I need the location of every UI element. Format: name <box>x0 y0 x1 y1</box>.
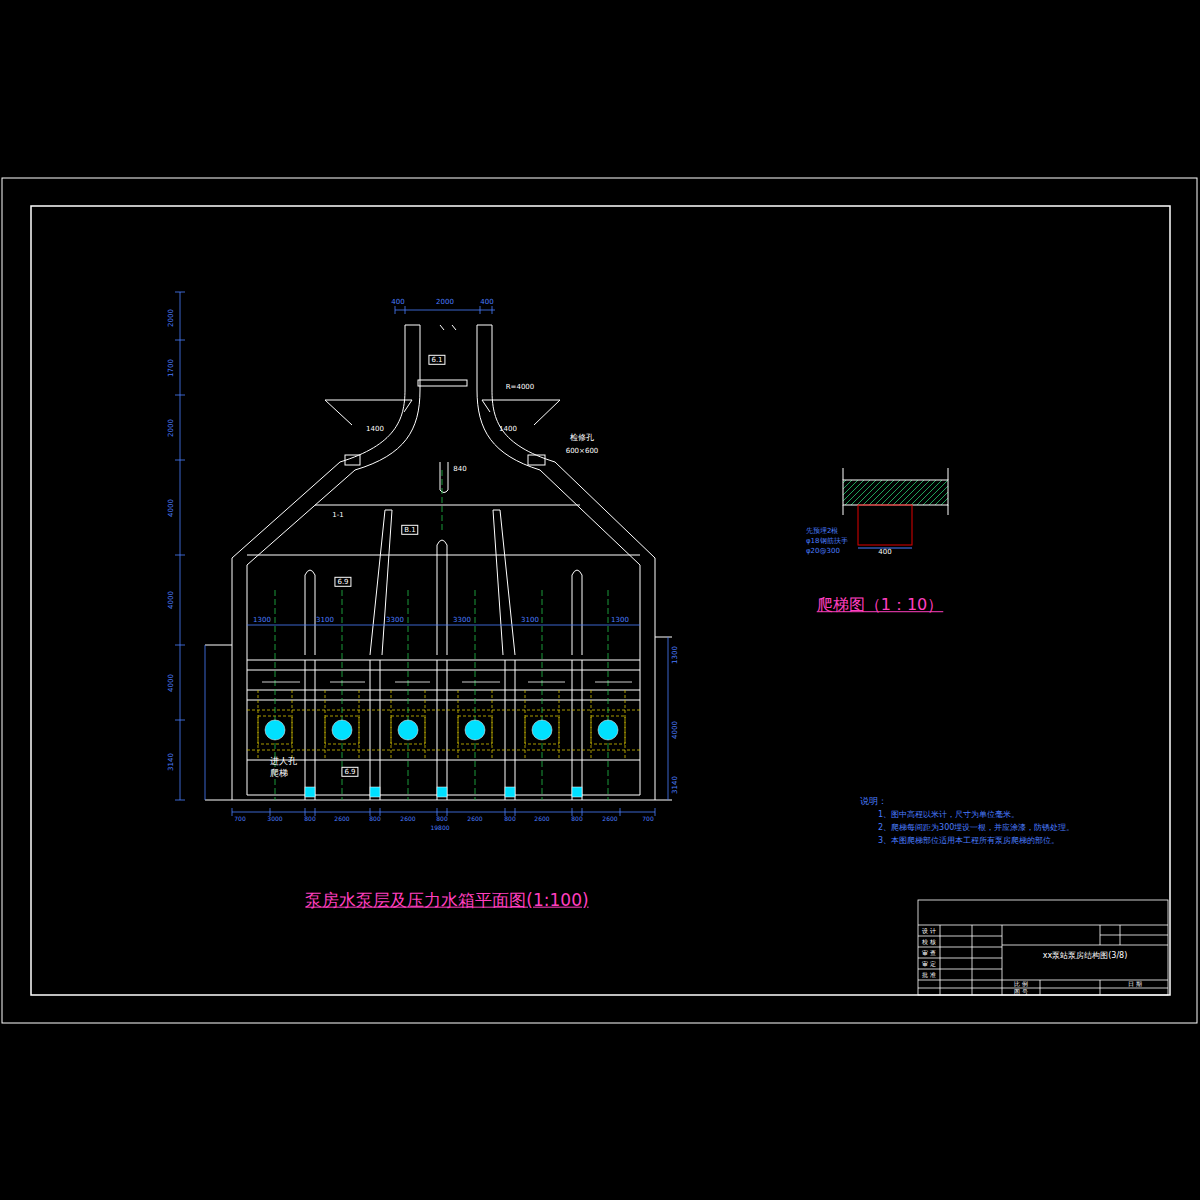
drawing-label: 3100 <box>316 617 334 625</box>
vertical-dimension: 4000 <box>168 591 176 609</box>
drawing-title: 泵房水泵层及压力水箱平面图(1:100) <box>305 891 588 910</box>
drawing-label: 爬梯 <box>270 769 288 779</box>
tag-box: 6.9 <box>341 767 358 777</box>
drawing-label: 400 <box>878 549 891 557</box>
drawing-label: 3100 <box>521 617 539 625</box>
vertical-dimension: 4000 <box>672 721 680 739</box>
drawing-label: 检修孔 <box>570 434 594 443</box>
drawing-label: 3300 <box>453 617 471 625</box>
drawing-label: 先预埋2根 <box>806 528 838 536</box>
vertical-dimension: 1300 <box>672 646 680 664</box>
drawing-label: 批 准 <box>922 972 936 979</box>
tag-box: B.1 <box>401 525 418 535</box>
drawing-label: 700 <box>234 816 245 823</box>
drawing-label: 1300 <box>611 617 629 625</box>
drawing-label: 进人孔 <box>270 757 297 767</box>
tag-text: 6.9 <box>337 578 348 586</box>
drawing-label: xx泵站泵房结构图(3/8) <box>1043 952 1128 961</box>
vertical-dimension: 1700 <box>168 359 176 377</box>
drawing-label: 审 查 <box>922 950 936 957</box>
drawing-label: 1-1 <box>332 512 343 520</box>
drawing-label: φ18钢筋扶手 <box>806 538 848 546</box>
tag-text: 6.9 <box>344 768 355 776</box>
drawing-label: 400 <box>391 299 404 307</box>
drawing-label: 800 <box>304 816 315 823</box>
drawing-label: φ20@300 <box>806 548 840 556</box>
drawing-label: 2、爬梯每间距为300埋设一根，并应涂漆，防锈处理。 <box>878 824 1074 833</box>
drawing-label: 840 <box>453 466 466 474</box>
drawing-label: R=4000 <box>506 384 535 392</box>
drawing-label: 2600 <box>602 816 617 823</box>
vertical-dimension: 3140 <box>672 776 680 794</box>
vertical-dimension: 2000 <box>168 419 176 437</box>
drawing-label: 3000 <box>267 816 282 823</box>
drawing-label: 2600 <box>400 816 415 823</box>
tag-text: 6.1 <box>431 356 442 364</box>
drawing-label: 2600 <box>467 816 482 823</box>
drawing-label: 3300 <box>386 617 404 625</box>
drawing-label: 400 <box>480 299 493 307</box>
drawing-label: 2600 <box>534 816 549 823</box>
drawing-label: 图 号 <box>1014 989 1028 996</box>
vertical-dimension: 2000 <box>168 309 176 327</box>
drawing-label: 3、本图爬梯部位适用本工程所有泵房爬梯的部位。 <box>878 837 1059 846</box>
drawing-label: 爬梯图（1：10） <box>817 596 944 614</box>
drawing-label: 600×600 <box>566 448 599 456</box>
vertical-dimension: 4000 <box>168 499 176 517</box>
vertical-dimension: 3140 <box>168 753 176 771</box>
drawing-label: 800 <box>369 816 380 823</box>
drawing-label: 审 定 <box>922 961 936 968</box>
drawing-label: 800 <box>436 816 447 823</box>
drawing-label: 800 <box>571 816 582 823</box>
drawing-label: 2600 <box>334 816 349 823</box>
drawing-label: 800 <box>504 816 515 823</box>
drawing-label: 比 例 <box>1014 981 1028 988</box>
tag-box: 6.9 <box>334 577 351 587</box>
drawing-label: 说明： <box>860 797 887 807</box>
tag-text: B.1 <box>404 526 415 534</box>
vertical-dimension: 4000 <box>168 674 176 692</box>
drawing-label: 校 核 <box>922 939 936 946</box>
drawing-label: 1300 <box>253 617 271 625</box>
drawing-label: 700 <box>642 816 653 823</box>
drawing-label: 19800 <box>430 825 449 832</box>
tag-box: 6.1 <box>428 355 445 365</box>
drawing-label: 1、图中高程以米计，尺寸为单位毫米。 <box>878 811 1019 820</box>
drawing-label: 设 计 <box>922 928 936 935</box>
drawing-label: 日 期 <box>1128 981 1142 988</box>
drawing-label: 2000 <box>436 299 454 307</box>
drawing-label: 1400 <box>366 426 384 434</box>
drawing-label: 1400 <box>499 426 517 434</box>
